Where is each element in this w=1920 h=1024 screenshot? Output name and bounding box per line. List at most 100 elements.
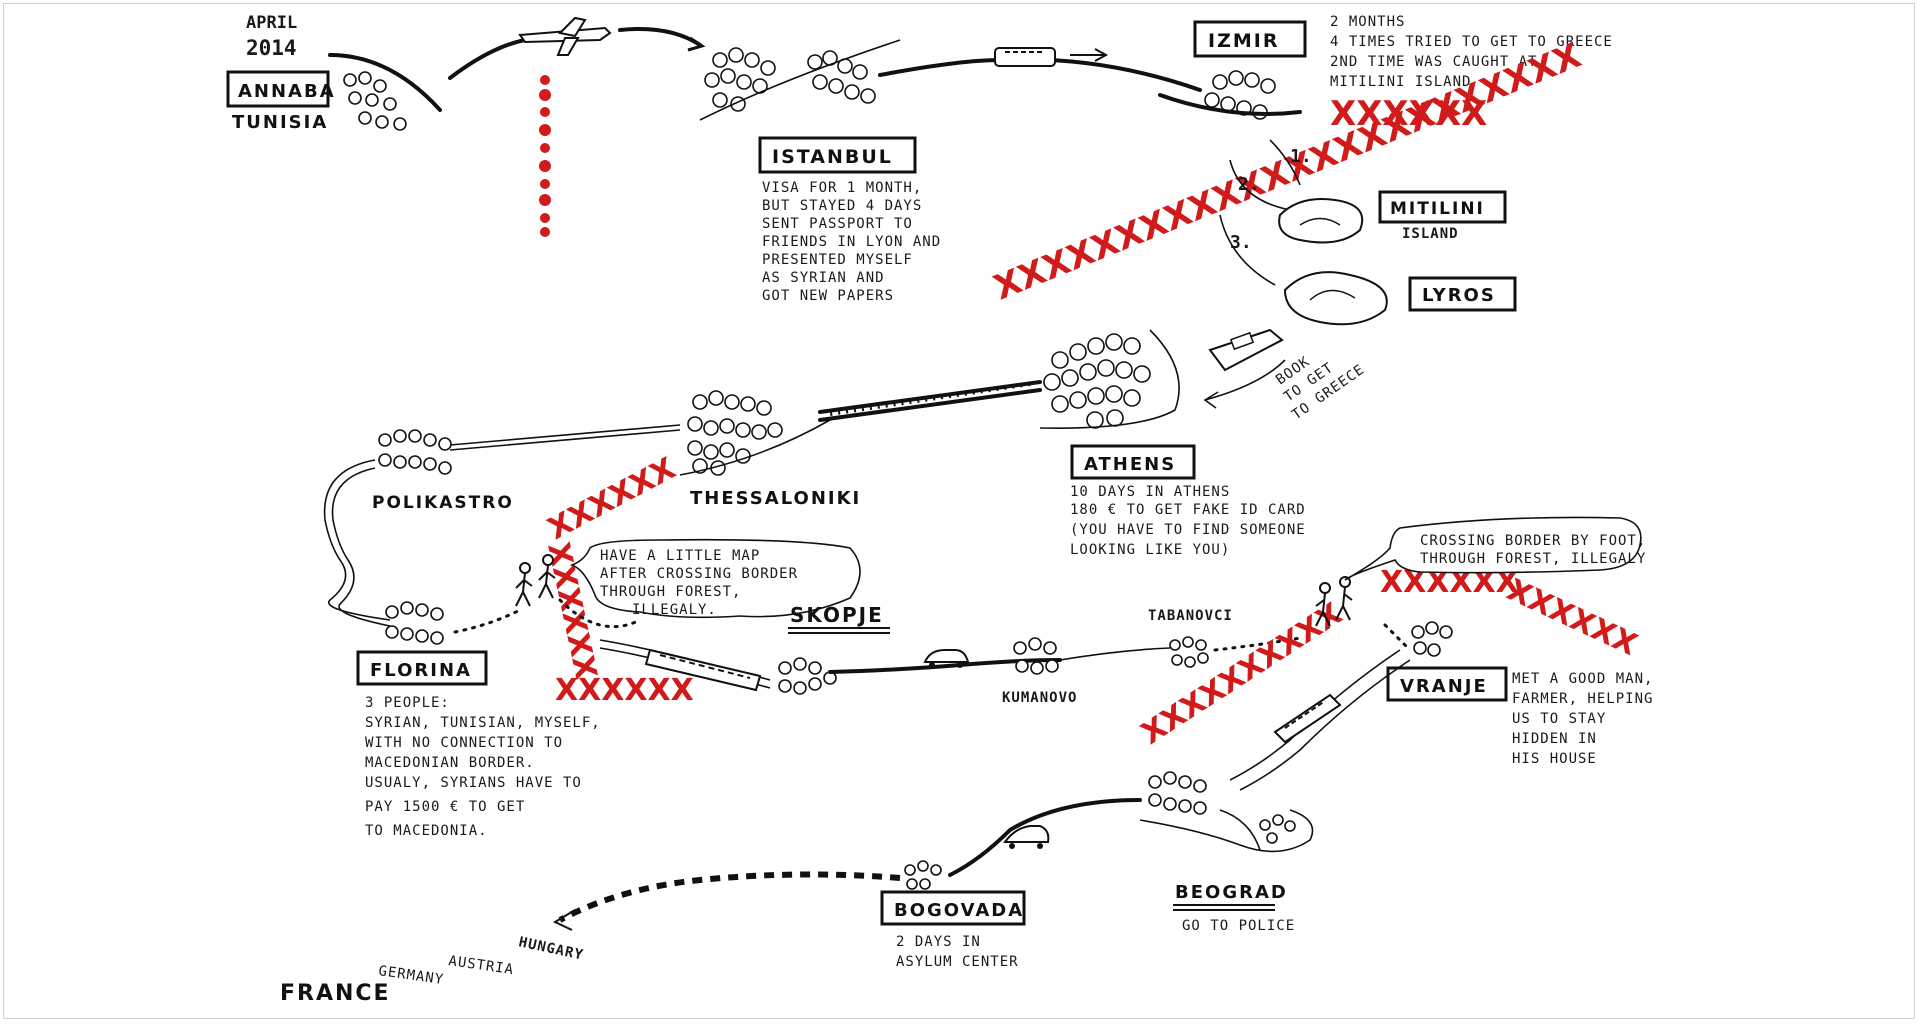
note-vranje: MET A GOOD MAN, FARMER, HELPING US TO ST… [1512,671,1653,767]
city-florina-icon [385,601,444,645]
train-icon [644,648,762,692]
svg-text:LOOKING LIKE YOU): LOOKING LIKE YOU) [1070,542,1230,558]
bus-icon [994,47,1056,67]
svg-text:SYRIAN, TUNISIAN, MYSELF,: SYRIAN, TUNISIAN, MYSELF, [365,715,601,731]
walking-people-icon [515,554,556,607]
svg-text:HIS HOUSE: HIS HOUSE [1512,751,1597,767]
border-crosses-serbia-end: XXXXXX [1502,573,1643,663]
svg-text:CROSSING BORDER BY FOOT,: CROSSING BORDER BY FOOT, [1420,533,1646,549]
city-istanbul-icon [704,47,876,112]
note-florina: 3 PEOPLE: SYRIAN, TUNISIAN, MYSELF, WITH… [365,695,601,839]
island-lyros-icon [1283,271,1388,326]
coast-tunisia [328,53,442,112]
label-lyros: LYROS [1408,276,1517,312]
car-icon-2 [1003,825,1050,849]
train-icon-2 [1273,693,1342,744]
svg-text:HAVE A LITTLE MAP: HAVE A LITTLE MAP [600,548,760,564]
svg-text:USUALY, SYRIANS HAVE TO: USUALY, SYRIANS HAVE TO [365,775,582,791]
coast-izmir [1158,93,1302,116]
road-beograd-bogovada [948,798,1142,877]
svg-text:FARMER, HELPING: FARMER, HELPING [1512,691,1653,707]
label-kumanovo: KUMANOVO [1002,690,1077,706]
footpath-border-skopje [558,598,642,629]
road-thessaloniki-polikastro [449,424,681,446]
svg-text:WITH NO CONNECTION TO: WITH NO CONNECTION TO [365,735,563,751]
svg-text:FRIENDS IN LYON AND: FRIENDS IN LYON AND [762,234,941,250]
island-mitilini-icon [1278,198,1364,244]
svg-text:HIDDEN IN: HIDDEN IN [1512,731,1597,747]
svg-text:BUT STAYED 4 DAYS: BUT STAYED 4 DAYS [762,198,922,214]
svg-text:3 PEOPLE:: 3 PEOPLE: [365,695,450,711]
svg-text:IZMIR: IZMIR [1208,30,1279,52]
attempt-3-arrow [1219,214,1276,286]
road-polikastro-florina [323,459,391,621]
svg-text:GOT NEW PAPERS: GOT NEW PAPERS [762,288,894,304]
rail-athens-thessaloniki [818,380,1042,414]
boat-icon [1208,328,1284,372]
svg-text:10 DAYS IN ATHENS: 10 DAYS IN ATHENS [1070,484,1230,500]
label-austria: AUSTRIA [447,953,515,978]
footpath-to-vranje [1383,623,1412,652]
svg-text:PAY 1500 € TO GET: PAY 1500 € TO GET [365,799,525,815]
label-mitilini: MITILINI [1378,190,1507,224]
city-beograd-icon [1148,771,1296,844]
svg-text:LYROS: LYROS [1422,285,1496,306]
label-vranje: VRANJE [1386,666,1508,702]
flight-arrow [618,27,702,47]
label-athens: ATHENS [1070,444,1196,480]
failed-attempt-crosses: XXXXXXXXXXXXXXXXXXXXXXXX [988,36,1586,309]
svg-text:4 TIMES TRIED TO GET TO GREECE: 4 TIMES TRIED TO GET TO GREECE [1330,34,1613,50]
svg-text:FLORINA: FLORINA [370,660,472,681]
svg-text:THROUGH FOREST, ILLEGALY: THROUGH FOREST, ILLEGALY [1420,551,1646,567]
label-beograd: BEOGRAD [1175,882,1288,903]
city-bogovada-icon [904,860,942,890]
note-beograd: GO TO POLICE [1182,918,1295,934]
label-tunisia: TUNISIA [232,112,328,133]
boat-arrow [1203,359,1286,409]
svg-text:ILLEGALY.: ILLEGALY. [632,602,717,618]
walking-people-icon-2 [1315,576,1353,627]
svg-text:ANNABA: ANNABA [238,81,336,102]
path-bogovada-hungary [558,871,901,923]
svg-text:MACEDONIAN BORDER.: MACEDONIAN BORDER. [365,755,535,771]
red-flight-trail [539,75,551,237]
attempt-1-arrow [1269,139,1301,186]
note-boat: BOOK TO GET TO GREECE [1273,354,1368,424]
attempt-3-label: 3. [1230,232,1252,253]
label-izmir: IZMIR [1193,20,1307,58]
attempt-2-label: 2. [1238,174,1260,195]
label-france: FRANCE [280,981,391,1006]
svg-text:MET A GOOD MAN,: MET A GOOD MAN, [1512,671,1653,687]
speech-bubble-tabanovci: CROSSING BORDER BY FOOT, THROUGH FOREST,… [1344,516,1646,581]
city-vranje-icon [1411,621,1453,657]
attempt-1-label: 1. [1290,146,1312,167]
svg-text:ISTANBUL: ISTANBUL [772,146,893,168]
label-annaba: ANNABA [226,70,336,108]
svg-text:AS SYRIAN AND: AS SYRIAN AND [762,270,885,286]
svg-text:ATHENS: ATHENS [1084,454,1176,475]
label-florina: FLORINA [356,650,488,686]
flight-path [448,36,542,80]
label-hungary: HUNGARY [517,934,585,963]
river-beograd [1139,809,1314,853]
city-kumanovo-icon [1013,637,1059,675]
svg-text:THROUGH FOREST,: THROUGH FOREST, [600,584,741,600]
start-date-month: APRIL [246,13,297,33]
svg-text:180 € TO GET FAKE ID CARD: 180 € TO GET FAKE ID CARD [1070,502,1306,518]
footpath-florina-border [453,608,522,634]
city-skopje-icon [778,657,837,695]
svg-text:US TO STAY: US TO STAY [1512,711,1606,727]
svg-text:(YOU HAVE TO FIND SOMEONE: (YOU HAVE TO FIND SOMEONE [1070,522,1306,538]
svg-text:VRANJE: VRANJE [1400,676,1488,697]
svg-text:VISA FOR 1 MONTH,: VISA FOR 1 MONTH, [762,180,922,196]
svg-text:2ND TIME WAS CAUGHT AT: 2ND TIME WAS CAUGHT AT [1330,54,1537,70]
svg-text:ASYLUM CENTER: ASYLUM CENTER [896,954,1019,970]
svg-text:MITILINI: MITILINI [1390,199,1485,219]
svg-text:MITILINI ISLAND: MITILINI ISLAND [1330,74,1471,90]
start-date-year: 2014 [246,36,297,60]
label-skopje: SKOPJE [790,603,884,627]
svg-text:BOGOVADA: BOGOVADA [894,900,1024,921]
label-bogovada: BOGOVADA [880,890,1026,926]
label-thessaloniki: THESSALONIKI [690,488,861,509]
